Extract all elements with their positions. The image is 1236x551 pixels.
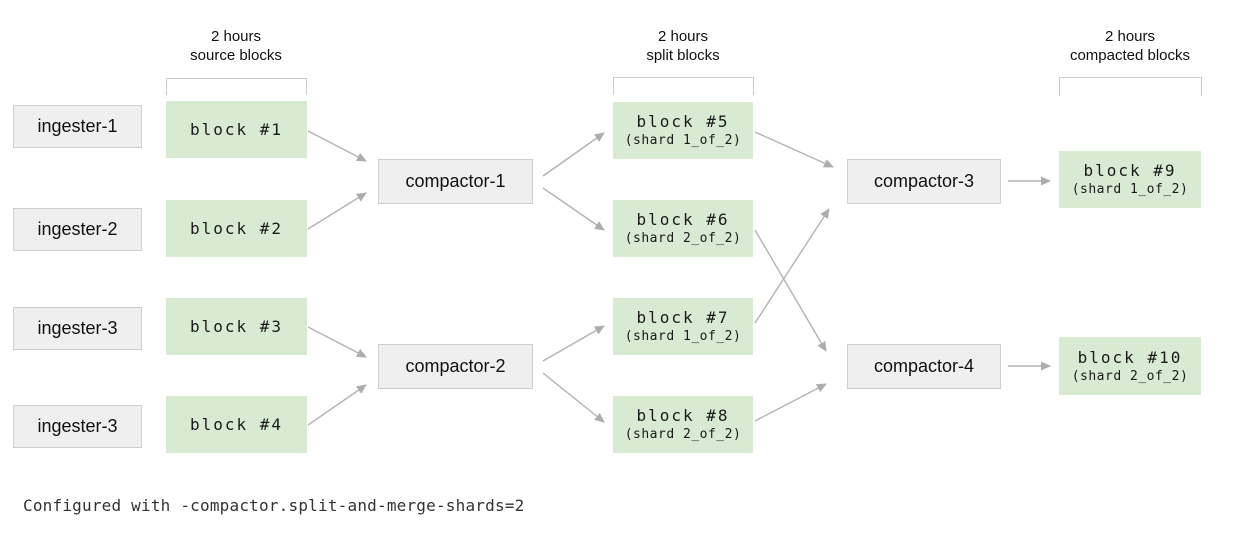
block-10-label: block #10: [1077, 347, 1183, 367]
bracket-source-blocks: [166, 78, 307, 95]
node-compactor-1-label: compactor-1: [405, 171, 506, 191]
block-6: block #6 (shard 2_of_2): [613, 200, 753, 257]
block-2-label: block #2: [189, 218, 284, 238]
arrow-block1-compactor1: [307, 130, 367, 162]
block-5-shard: (shard 1_of_2): [624, 133, 742, 148]
node-ingester-3: ingester-3: [13, 307, 142, 350]
node-compactor-4-label: compactor-4: [873, 356, 975, 376]
node-compactor-2-label: compactor-2: [405, 356, 506, 376]
arrow-block6-compactor4: [754, 229, 827, 352]
arrow-compactor1-block5: [542, 132, 605, 177]
bracket-compacted-blocks: [1059, 77, 1202, 96]
block-2: block #2: [166, 200, 307, 257]
block-7: block #7 (shard 1_of_2): [613, 298, 753, 355]
config-caption: Configured with -compactor.split-and-mer…: [23, 496, 525, 515]
block-3: block #3: [166, 298, 307, 355]
node-compactor-2: compactor-2: [378, 344, 533, 389]
block-4-label: block #4: [189, 414, 284, 434]
node-ingester-3b: ingester-3: [13, 405, 142, 448]
block-1-label: block #1: [189, 119, 284, 139]
block-1: block #1: [166, 101, 307, 158]
arrow-block8-compactor4: [754, 383, 827, 422]
arrow-block7-compactor3: [754, 208, 830, 324]
header-compacted-line1: 2 hours: [1104, 28, 1156, 45]
header-split-line1: 2 hours: [657, 28, 709, 45]
node-ingester-2: ingester-2: [13, 208, 142, 251]
arrow-compactor2-block7: [542, 325, 605, 362]
bracket-split-blocks: [613, 77, 754, 95]
block-5-label: block #5: [636, 112, 730, 131]
arrow-compactor1-block6: [542, 187, 605, 231]
block-9-label: block #9: [1083, 161, 1177, 180]
header-compacted-line2: compacted blocks: [1069, 47, 1191, 64]
arrow-block2-compactor1: [307, 192, 367, 230]
node-compactor-1: compactor-1: [378, 159, 533, 204]
header-split-line2: split blocks: [646, 47, 720, 64]
block-7-shard: (shard 1_of_2): [624, 329, 742, 344]
block-9: block #9 (shard 1_of_2): [1059, 151, 1201, 208]
block-10: block #10 (shard 2_of_2): [1059, 337, 1201, 395]
node-ingester-1: ingester-1: [13, 105, 142, 148]
block-6-label: block #6: [636, 210, 730, 229]
header-split-blocks: 2 hours split blocks: [607, 27, 759, 65]
block-8: block #8 (shard 2_of_2): [613, 396, 753, 453]
header-compacted-blocks: 2 hours compacted blocks: [1035, 27, 1225, 65]
arrow-block3-compactor2: [307, 326, 367, 358]
block-6-shard: (shard 2_of_2): [624, 231, 742, 246]
block-5: block #5 (shard 1_of_2): [613, 102, 753, 159]
header-source-line1: 2 hours: [210, 28, 262, 45]
block-9-shard: (shard 1_of_2): [1071, 182, 1189, 197]
arrow-block4-compactor2: [307, 384, 367, 426]
block-7-label: block #7: [636, 308, 730, 327]
block-8-shard: (shard 2_of_2): [624, 427, 742, 442]
arrow-block5-compactor3: [754, 131, 834, 168]
node-compactor-3: compactor-3: [847, 159, 1001, 204]
block-4: block #4: [166, 396, 307, 453]
block-10-shard: (shard 2_of_2): [1071, 368, 1189, 384]
arrow-compactor2-block8: [542, 372, 605, 423]
node-ingester-1-label: ingester-1: [37, 116, 118, 136]
node-ingester-3-label: ingester-3: [37, 318, 118, 338]
header-source-line2: source blocks: [190, 47, 282, 64]
block-8-label: block #8: [636, 406, 730, 425]
node-compactor-4: compactor-4: [847, 344, 1001, 389]
node-ingester-3b-label: ingester-3: [37, 416, 118, 436]
node-compactor-3-label: compactor-3: [873, 171, 975, 191]
block-3-label: block #3: [189, 316, 284, 336]
header-source-blocks: 2 hours source blocks: [160, 27, 312, 65]
node-ingester-2-label: ingester-2: [37, 219, 118, 239]
